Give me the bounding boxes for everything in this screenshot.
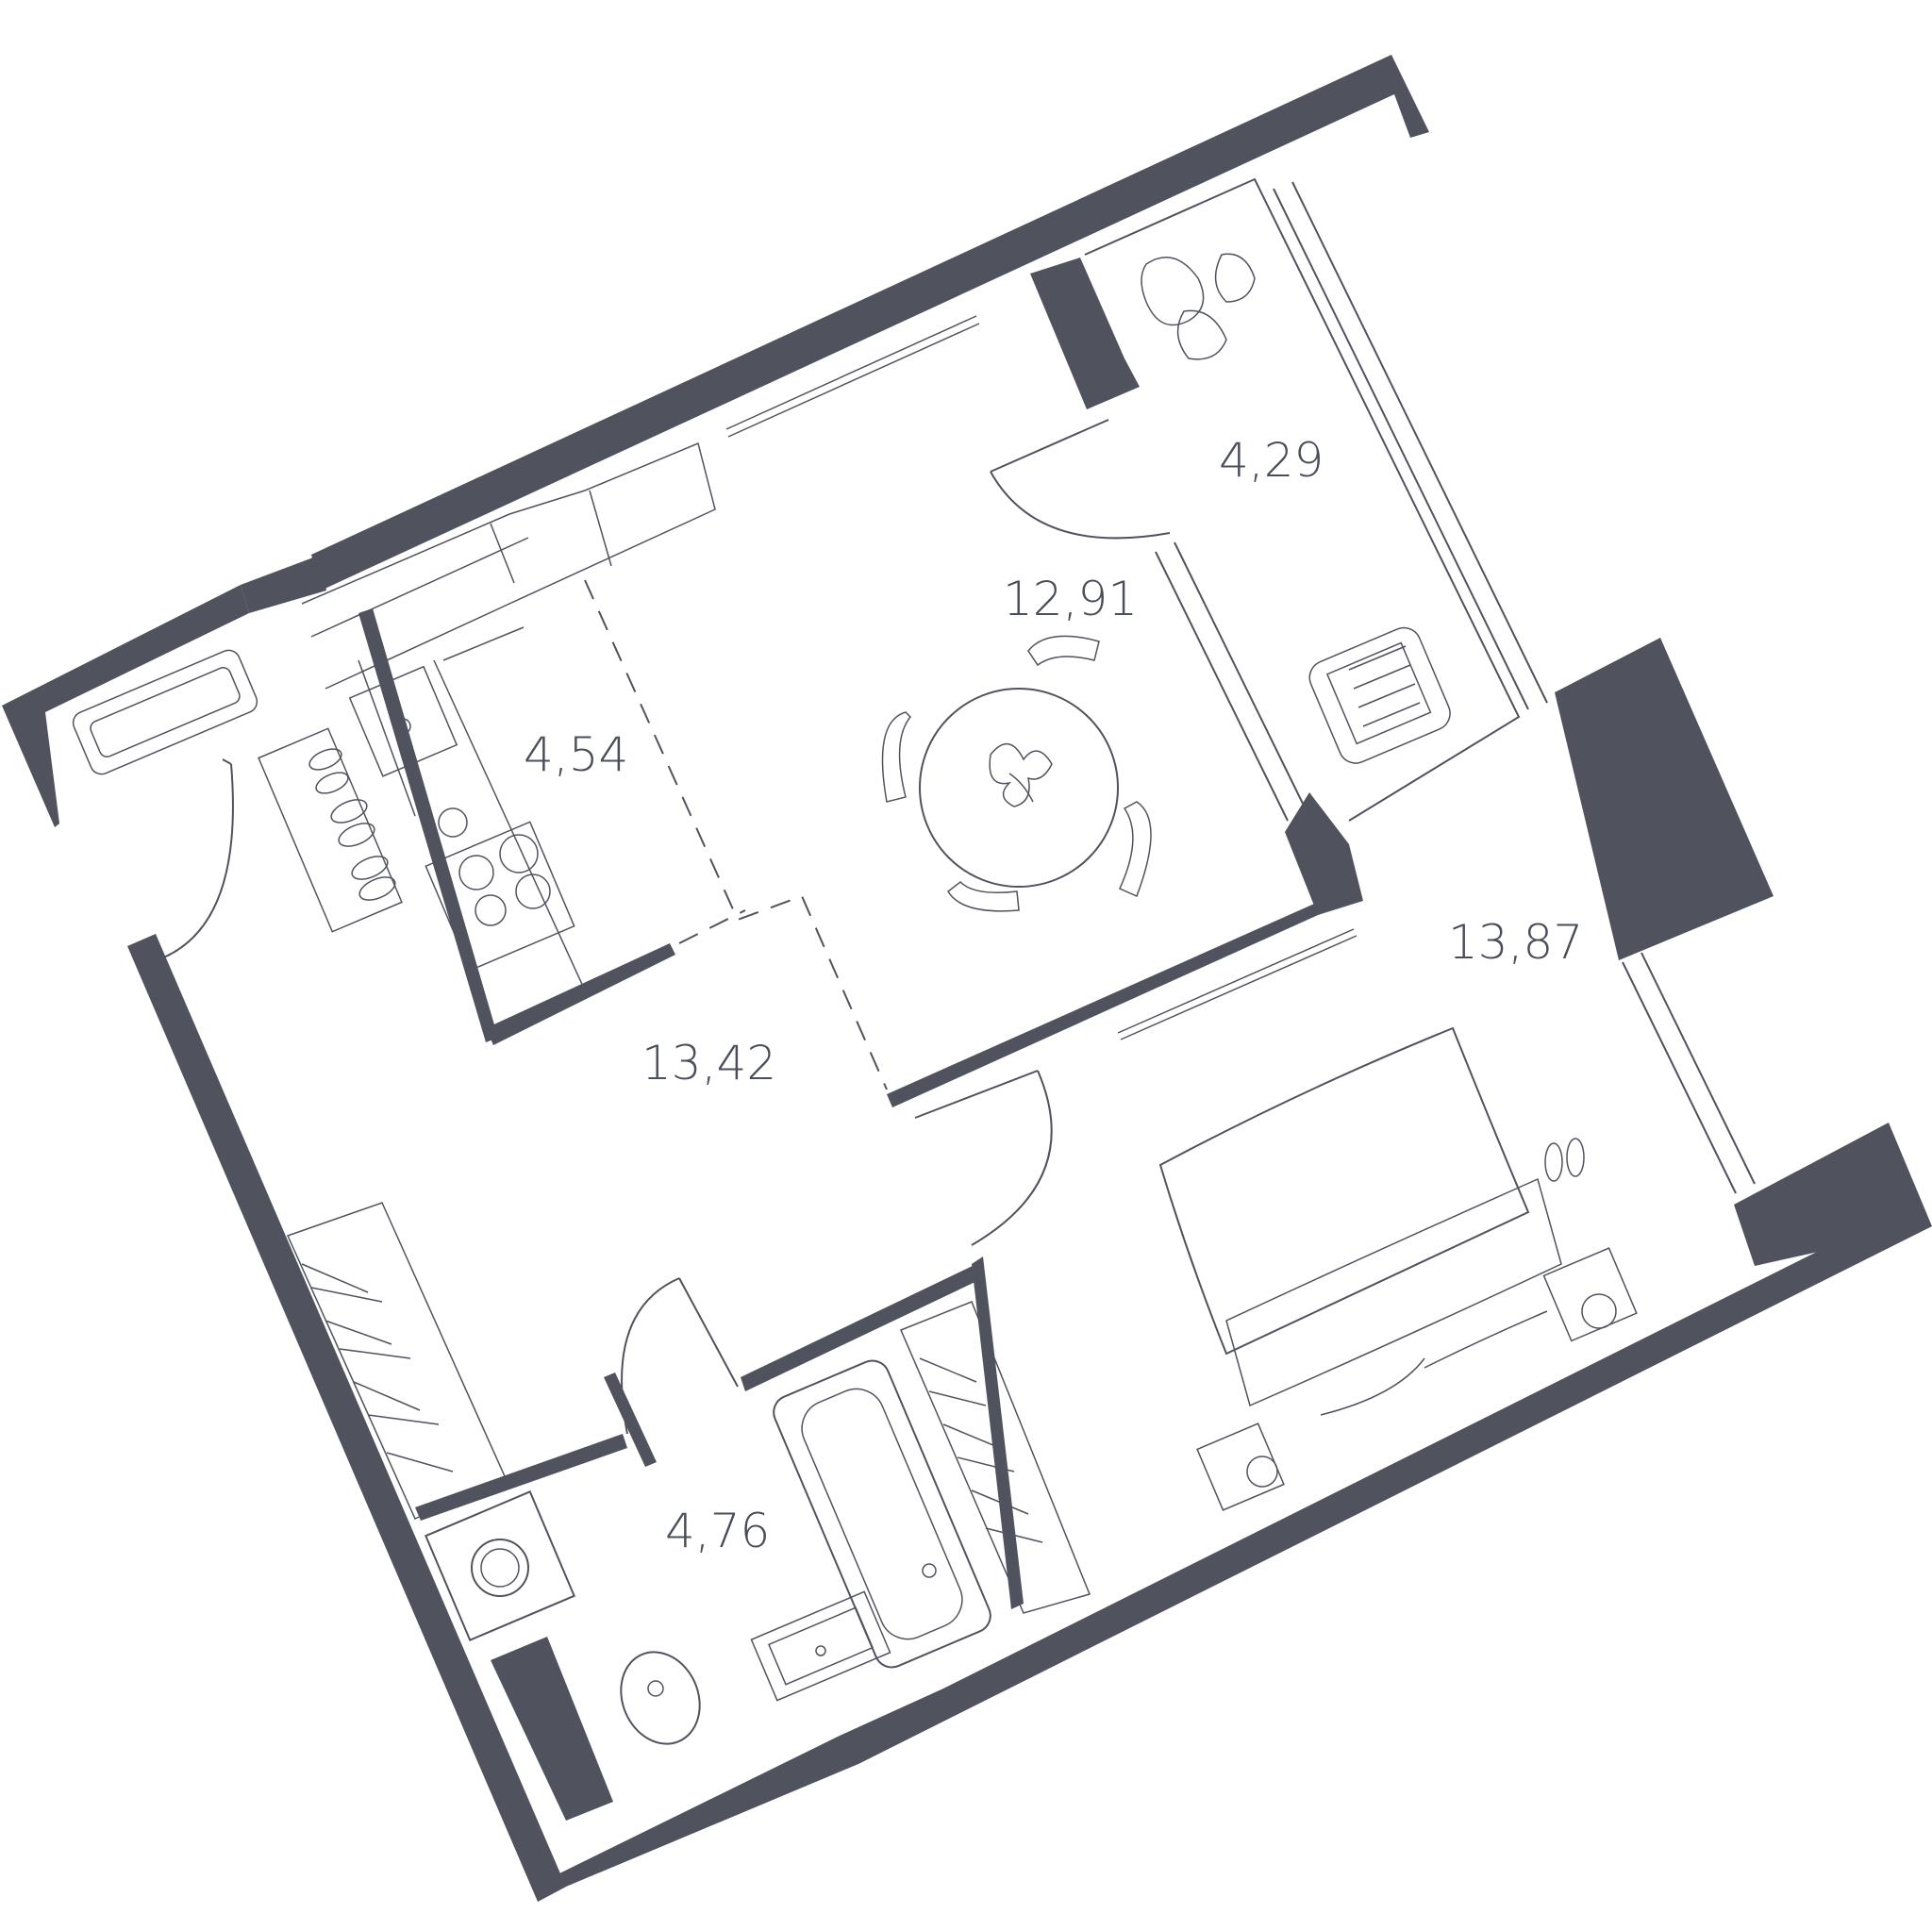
area-label-bathroom: 4,76 (665, 1504, 770, 1558)
wall-living-bedroom (887, 901, 1326, 1107)
balcony-door-leaf (990, 419, 1109, 473)
zone-divider-kitchen-living (584, 579, 888, 1090)
wall-top-left (2, 585, 249, 827)
zone-dividers (584, 579, 888, 1090)
area-label-bedroom: 13,87 (1448, 915, 1583, 970)
wall-bottom (538, 1203, 1932, 1902)
bedroom-door-leaf (914, 1070, 1039, 1119)
wall-bath-door-jamb (604, 1373, 657, 1467)
washing-machine-icon (425, 1490, 575, 1641)
bedroom-door-swing (971, 1070, 1053, 1246)
entry-door-swing (150, 763, 234, 963)
tv-icon (725, 315, 980, 438)
wall-right-bottom (1734, 1123, 1932, 1266)
bed-icon (1158, 1026, 1562, 1416)
windows (1084, 177, 1756, 1194)
entry-door-leaf (222, 758, 232, 765)
plant-icon (1141, 253, 1256, 360)
bath-door-swing (621, 1277, 680, 1435)
balcony-window-outer (1273, 188, 1529, 710)
balcony-door-swing (990, 471, 1171, 540)
kitchen-counter (301, 441, 716, 991)
wall-bath-top (741, 1264, 981, 1391)
slippers-icon (1544, 1138, 1585, 1182)
wardrobe-icon (286, 1202, 506, 1521)
chair-icon (881, 635, 1152, 912)
balcony-outline (1084, 177, 1521, 822)
wall-right-block (1555, 638, 1774, 960)
area-label-hallway: 13,42 (641, 1036, 776, 1090)
shoes-icon (258, 727, 403, 933)
nightstand-icon (1196, 1247, 1638, 1511)
tv-bedroom-icon (1117, 928, 1357, 1040)
wall-bath-left-top (415, 1434, 627, 1521)
sofa-icon (72, 649, 258, 775)
wall-pillar-balcony (1030, 258, 1140, 409)
wall-bath-bedroom (972, 1256, 1024, 1609)
wall-kitchen-left (358, 608, 498, 1042)
area-labels: 4,29 12,91 4,54 13,42 13,87 4,76 (524, 433, 1583, 1558)
balcony-window-inner (1291, 181, 1548, 704)
bath-door-leaf (678, 1277, 739, 1388)
bathtub-icon (773, 1359, 991, 1669)
bedroom-window-inner (1641, 952, 1756, 1185)
doors (150, 419, 1171, 1435)
living-window-outer (1155, 551, 1289, 822)
interior-walls (358, 608, 1326, 1821)
wall-balcony-bottom (1285, 792, 1363, 915)
wardrobe-bedroom-icon (900, 1301, 1091, 1614)
exterior-walls (2, 55, 1932, 1902)
area-label-balcony: 4,29 (1219, 433, 1324, 488)
dining-table-icon (919, 688, 1119, 888)
living-window-inner (1174, 541, 1307, 812)
stove-icon (425, 821, 575, 972)
wall-kitchen-bottom (486, 943, 675, 1045)
wall-entry-corner (241, 555, 326, 613)
bedroom-window-outer (1622, 961, 1737, 1194)
wall-top (311, 55, 1429, 591)
kitchen-sink-icon (348, 665, 468, 838)
area-label-living: 12,91 (1003, 572, 1138, 626)
sink-icon (750, 1590, 891, 1702)
toilet-icon (620, 1651, 701, 1745)
wall-left (127, 934, 566, 1902)
zone-divider-hall (678, 909, 746, 944)
balcony-chair-icon (1308, 626, 1451, 764)
area-label-kitchen: 4,54 (524, 727, 628, 782)
wall-toilet-niche (491, 1637, 613, 1821)
